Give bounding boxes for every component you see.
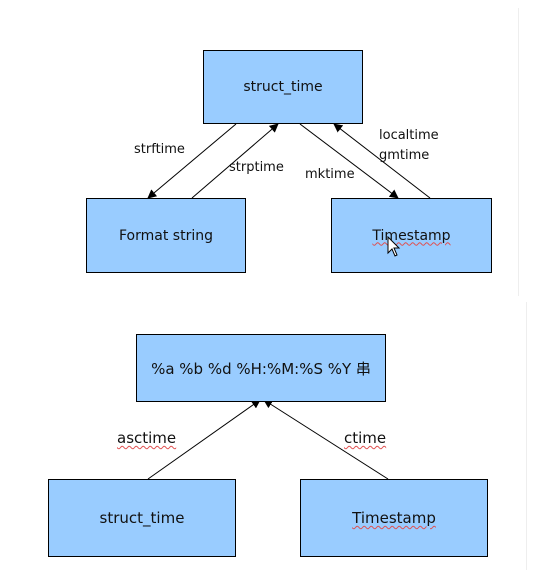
mktime-label: mktime <box>305 167 355 182</box>
strptime-label: strptime <box>229 160 284 175</box>
ctime-arrow <box>263 399 389 480</box>
strptime-arrow <box>191 123 279 199</box>
asctime-arrow <box>147 399 261 480</box>
strftime-label: strftime <box>134 142 185 157</box>
struct-time-node-bottom-label: struct_time <box>99 509 185 527</box>
struct-time-node: struct_time <box>203 50 363 124</box>
timestamp-node-bottom-label: Timestamp <box>352 509 436 527</box>
localtime-label: localtime <box>379 128 439 143</box>
mouse-pointer-icon <box>387 236 401 257</box>
format-string-node: Format string <box>86 198 246 273</box>
localtime-arrow <box>333 123 431 199</box>
timestamp-node-label: Timestamp <box>372 227 451 244</box>
format-output-node-label: %a %b %d %H:%M:%S %Y 串 <box>151 359 371 378</box>
timestamp-node-bottom: Timestamp <box>300 479 488 557</box>
mktime-arrow <box>299 123 399 199</box>
format-output-node: %a %b %d %H:%M:%S %Y 串 <box>136 334 386 402</box>
asctime-label: asctime <box>117 429 177 447</box>
format-string-node-label: Format string <box>119 227 213 244</box>
ctime-label: ctime <box>344 429 387 447</box>
gmtime-label: gmtime <box>379 148 430 163</box>
struct-time-node-label: struct_time <box>243 79 323 95</box>
strftime-arrow <box>147 123 237 199</box>
timestamp-node: Timestamp <box>331 198 492 273</box>
struct-time-node-bottom: struct_time <box>48 479 236 557</box>
